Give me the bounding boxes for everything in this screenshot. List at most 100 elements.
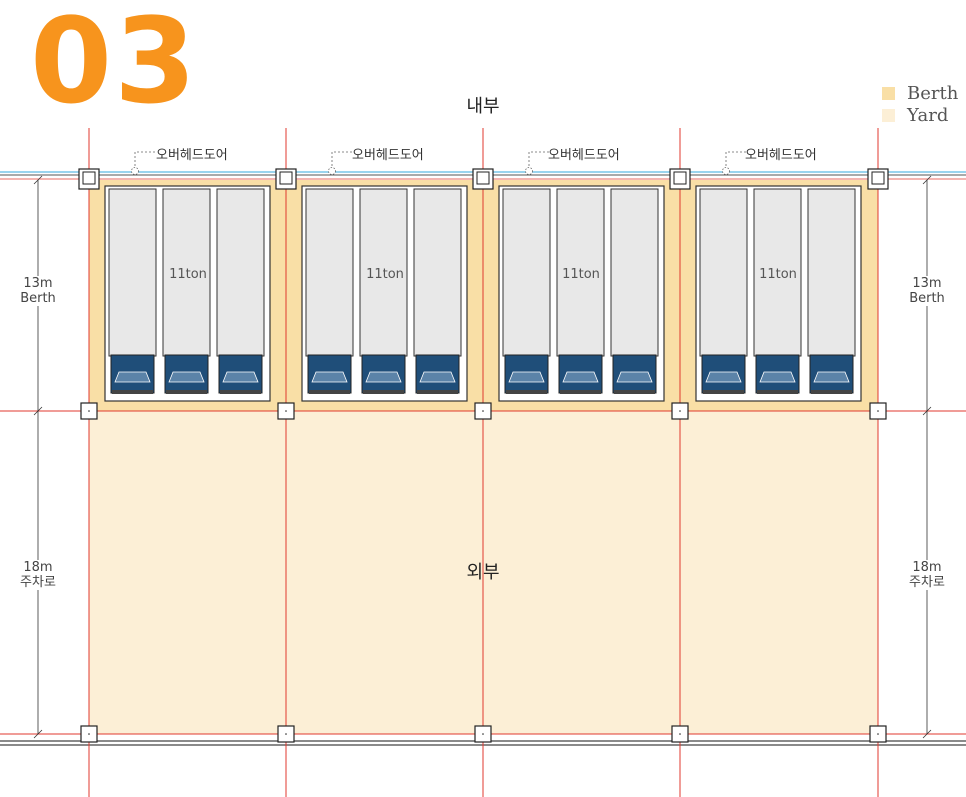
- column-mid-dot: [679, 410, 681, 412]
- truck-trailer: [216, 188, 265, 357]
- dimension-name: 주차로: [20, 575, 56, 590]
- door-leader-line: [725, 151, 746, 166]
- truck-trailer: [413, 188, 462, 357]
- truck-windshield: [705, 371, 742, 383]
- truck-bumper: [560, 390, 601, 394]
- road-width-label-right: 18m 주차로: [909, 560, 945, 590]
- legend-swatch-berth: [882, 86, 895, 100]
- column-bottom-dot: [679, 733, 681, 735]
- truck-trailer: [610, 188, 659, 357]
- truck-windshield: [616, 371, 653, 383]
- outside-zone-label: 외부: [466, 562, 500, 583]
- truck-trailer: [305, 188, 354, 357]
- legend-swatch-yard: [882, 108, 895, 122]
- dimension-name: Berth: [909, 291, 945, 306]
- dimension-tick: [922, 729, 932, 739]
- truck-bumper: [112, 390, 153, 394]
- dimension-tick: [33, 175, 43, 185]
- truck-windshield: [168, 371, 205, 383]
- column-mid-dot: [88, 410, 90, 412]
- dimension-value: 18m: [23, 560, 53, 575]
- truck-windshield: [813, 371, 850, 383]
- overhead-door-marker: [722, 167, 730, 175]
- column-top-inner: [82, 171, 96, 185]
- overhead-door-label: 오버헤드도어: [352, 148, 424, 163]
- truck: [359, 188, 408, 394]
- truck-bumper: [309, 390, 350, 394]
- grid-lines-vertical: [88, 128, 879, 797]
- column-bottom-dot: [88, 733, 90, 735]
- truck-windshield: [562, 371, 599, 383]
- berth-depth-label-left: 13m Berth: [20, 276, 56, 306]
- truck-capacity-label: 11ton: [169, 267, 207, 282]
- column-mid-dot: [482, 410, 484, 412]
- building-columns: [78, 168, 889, 743]
- truck-trailer: [807, 188, 856, 357]
- door-leader-line: [134, 151, 155, 166]
- column-top-inner: [476, 171, 490, 185]
- door-leader-line: [331, 151, 352, 166]
- truck-windshield: [222, 371, 259, 383]
- truck: [502, 188, 551, 394]
- truck-windshield: [508, 371, 545, 383]
- dimension-name: 주차로: [909, 575, 945, 590]
- truck: [807, 188, 856, 394]
- truck-bumper: [811, 390, 852, 394]
- legend-item-yard: Yard: [882, 104, 958, 126]
- truck-trailer: [108, 188, 157, 357]
- truck: [699, 188, 748, 394]
- truck: [108, 188, 157, 394]
- truck-capacity-label: 11ton: [366, 267, 404, 282]
- legend-label-yard: Yard: [907, 104, 949, 126]
- section-number: 03: [30, 0, 199, 130]
- berth-depth-label-right: 13m Berth: [909, 276, 945, 306]
- column-top-inner: [871, 171, 885, 185]
- truck: [305, 188, 354, 394]
- berth-bay: [498, 151, 665, 402]
- column-top-inner: [673, 171, 687, 185]
- legend-item-berth: Berth: [882, 82, 958, 104]
- truck-windshield: [114, 371, 151, 383]
- truck-bumper: [166, 390, 207, 394]
- dimension-value: 18m: [912, 560, 942, 575]
- truck-bumper: [614, 390, 655, 394]
- column-mid-dot: [285, 410, 287, 412]
- legend-label-berth: Berth: [907, 82, 959, 104]
- truck-windshield: [419, 371, 456, 383]
- truck-bumper: [703, 390, 744, 394]
- dimension-tick: [922, 175, 932, 185]
- truck-windshield: [365, 371, 402, 383]
- overhead-door-marker: [328, 167, 336, 175]
- truck-bumper: [417, 390, 458, 394]
- truck: [162, 188, 211, 394]
- dimension-tick: [33, 406, 43, 416]
- truck-bumper: [506, 390, 547, 394]
- overhead-door-label: 오버헤드도어: [745, 148, 817, 163]
- truck-bumper: [757, 390, 798, 394]
- column-bottom-dot: [482, 733, 484, 735]
- legend: Berth Yard: [882, 82, 958, 126]
- berth-bays: [104, 151, 862, 402]
- truck-windshield: [759, 371, 796, 383]
- overhead-door-marker: [525, 167, 533, 175]
- dimension-value: 13m: [912, 276, 942, 291]
- truck-bumper: [363, 390, 404, 394]
- berth-bay: [104, 151, 271, 402]
- column-bottom-dot: [285, 733, 287, 735]
- door-leader-line: [528, 151, 549, 166]
- overhead-door-label: 오버헤드도어: [156, 148, 228, 163]
- truck-trailer: [359, 188, 408, 357]
- truck-trailer: [556, 188, 605, 357]
- truck-windshield: [311, 371, 348, 383]
- berth-bay: [301, 151, 468, 402]
- inside-zone-label: 내부: [466, 96, 500, 117]
- overhead-door-marker: [131, 167, 139, 175]
- truck-trailer: [699, 188, 748, 357]
- truck: [753, 188, 802, 394]
- truck: [556, 188, 605, 394]
- truck-capacity-label: 11ton: [759, 267, 797, 282]
- overhead-door-label: 오버헤드도어: [548, 148, 620, 163]
- dimension-tick: [33, 729, 43, 739]
